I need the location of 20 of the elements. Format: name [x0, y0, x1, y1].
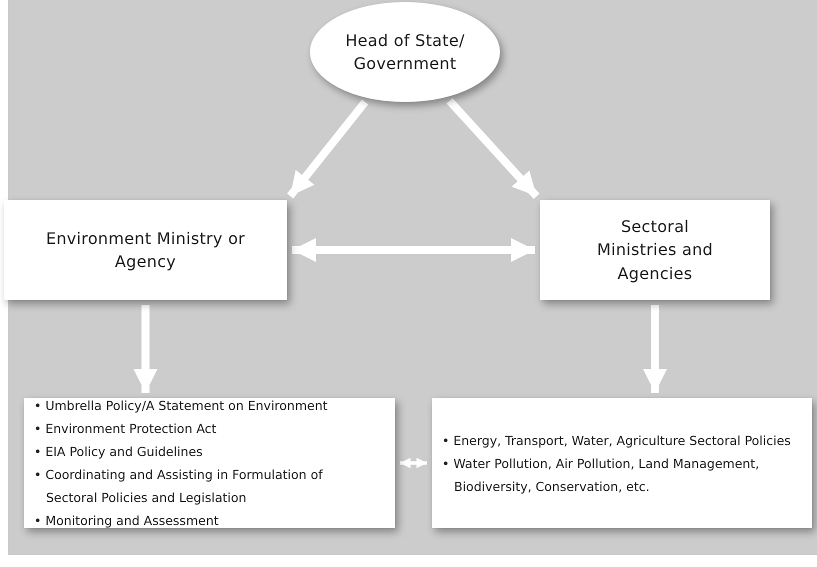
arrow	[287, 100, 368, 199]
arrow	[292, 238, 535, 262]
list-box	[432, 398, 812, 528]
arrow	[643, 305, 667, 393]
bullet-item: • EIA Policy and Guidelines	[34, 443, 204, 461]
process-box	[540, 200, 770, 300]
node-label: Head of State/ Government	[344, 30, 466, 75]
bullet-item: • Coordinating and Assisting in Formulation of Sectoral Policies and Legislation	[34, 466, 324, 507]
node-label: Environment Ministry or Agency	[46, 228, 246, 273]
arrow	[400, 458, 427, 468]
arrow	[446, 98, 540, 199]
bullet-item: • Monitoring and Assessment	[34, 512, 220, 530]
bullet-item: • Umbrella Policy/A Statement on Environment	[34, 397, 329, 415]
process-box	[4, 200, 287, 300]
arrow	[134, 305, 158, 393]
bullet-item: • Environment Protection Act	[34, 420, 218, 438]
bullet-item: • Water Pollution, Air Pollution, Land Management, Biodiversity, Conservation, etc.	[442, 454, 760, 496]
node-label: Sectoral Ministries and Agencies	[596, 216, 714, 285]
bullet-item: • Energy, Transport, Water, Agriculture Sectoral Policies	[442, 432, 792, 450]
list-box	[24, 398, 395, 528]
